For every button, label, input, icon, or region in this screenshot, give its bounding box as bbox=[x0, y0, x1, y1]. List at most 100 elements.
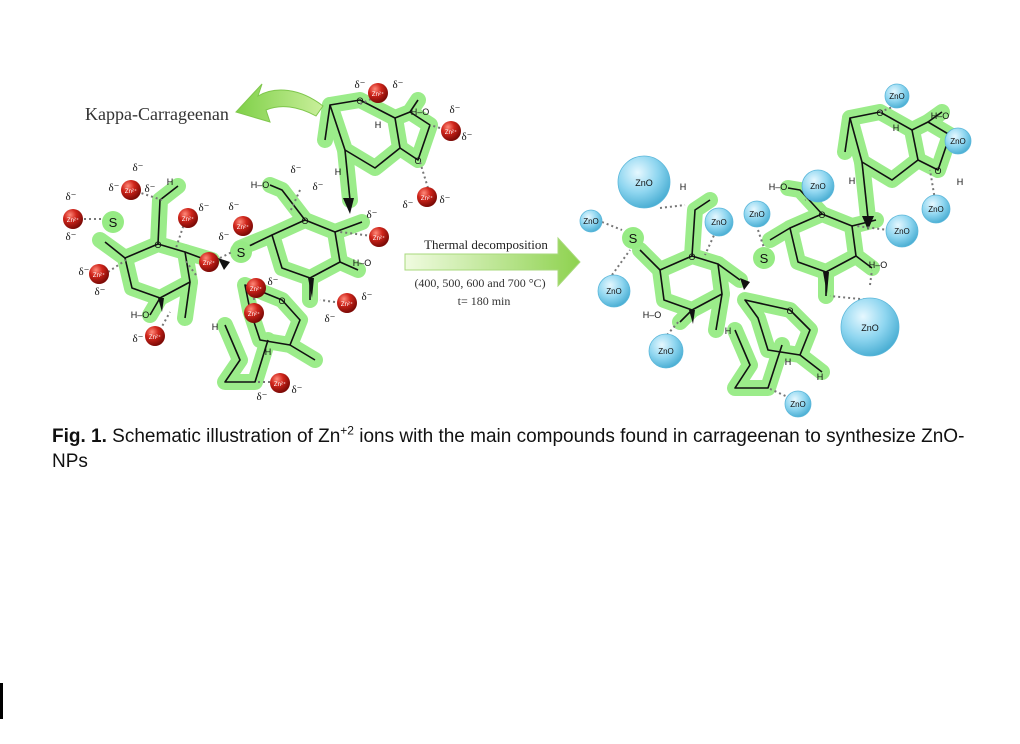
svg-text:δ⁻: δ⁻ bbox=[325, 313, 336, 325]
svg-text:H–O: H–O bbox=[769, 182, 788, 192]
svg-text:δ⁻: δ⁻ bbox=[66, 191, 77, 203]
arrow-time: t= 180 min bbox=[458, 294, 511, 308]
sulfate-group-left-2: S bbox=[230, 241, 252, 263]
svg-text:δ⁻: δ⁻ bbox=[95, 286, 106, 298]
svg-text:S: S bbox=[237, 245, 246, 260]
svg-text:H: H bbox=[849, 176, 856, 186]
svg-text:Zn²⁺: Zn²⁺ bbox=[182, 216, 194, 223]
svg-text:δ⁻: δ⁻ bbox=[133, 333, 144, 345]
svg-text:δ⁻: δ⁻ bbox=[403, 199, 414, 211]
zn-ion: Zn²⁺ bbox=[233, 216, 253, 236]
svg-text:O: O bbox=[818, 210, 825, 220]
left-molecule: S S O O O O O H H H H H H–O H–O H–O H–O bbox=[63, 79, 473, 403]
zno-particle: ZnO bbox=[597, 274, 631, 308]
zno-particle: ZnO bbox=[579, 209, 603, 233]
svg-text:O: O bbox=[786, 306, 793, 316]
zno-particle: ZnO bbox=[784, 390, 812, 418]
sulfate-group-right-2: S bbox=[753, 247, 775, 269]
svg-text:Zn²⁺: Zn²⁺ bbox=[372, 91, 384, 98]
svg-text:ZnO: ZnO bbox=[861, 323, 879, 333]
svg-text:H: H bbox=[335, 167, 342, 177]
thermal-decomposition-arrow: Thermal decomposition (400, 500, 600 and… bbox=[404, 236, 581, 308]
svg-text:δ⁻: δ⁻ bbox=[450, 104, 461, 116]
zn-ion: Zn²⁺ bbox=[89, 264, 109, 284]
svg-text:H: H bbox=[680, 182, 687, 192]
svg-text:H–O: H–O bbox=[643, 310, 662, 320]
svg-text:δ⁻: δ⁻ bbox=[291, 164, 302, 176]
svg-text:H: H bbox=[893, 123, 900, 133]
zn-ion: Zn²⁺ bbox=[417, 187, 437, 207]
svg-text:Zn²⁺: Zn²⁺ bbox=[274, 381, 286, 388]
svg-text:Zn²⁺: Zn²⁺ bbox=[248, 311, 260, 318]
svg-text:ZnO: ZnO bbox=[894, 227, 910, 236]
svg-text:O: O bbox=[356, 96, 363, 106]
svg-text:ZnO: ZnO bbox=[928, 205, 944, 214]
curved-arrow-icon bbox=[235, 83, 324, 123]
zn-ion: Zn²⁺ bbox=[270, 373, 290, 393]
caption-superscript: +2 bbox=[340, 423, 354, 438]
svg-text:H: H bbox=[265, 347, 272, 357]
caption-figure-number: Fig. 1. bbox=[52, 426, 107, 447]
svg-text:Zn²⁺: Zn²⁺ bbox=[149, 334, 161, 341]
svg-text:ZnO: ZnO bbox=[583, 217, 599, 226]
svg-text:Zn²⁺: Zn²⁺ bbox=[93, 272, 105, 279]
zn-ion: Zn²⁺ bbox=[63, 209, 83, 229]
zn-ion: Zn²⁺ bbox=[368, 83, 388, 103]
svg-text:S: S bbox=[760, 251, 769, 266]
zn-ion: Zn²⁺ bbox=[121, 180, 141, 200]
svg-text:δ⁻: δ⁻ bbox=[199, 202, 210, 214]
caption-text-part-1: Schematic illustration of Zn bbox=[106, 426, 341, 447]
svg-text:δ⁻: δ⁻ bbox=[66, 231, 77, 243]
svg-text:O: O bbox=[154, 240, 161, 250]
caption-text-part-2: ions with the main compounds found in ca… bbox=[52, 426, 965, 472]
zn-ion: Zn²⁺ bbox=[246, 278, 266, 298]
svg-text:Zn²⁺: Zn²⁺ bbox=[445, 129, 457, 136]
svg-text:H–O: H–O bbox=[131, 310, 150, 320]
sulfate-group-left-1: S bbox=[102, 211, 124, 233]
svg-text:H–O: H–O bbox=[353, 258, 372, 268]
svg-text:H: H bbox=[725, 326, 732, 336]
svg-text:δ⁻: δ⁻ bbox=[462, 131, 473, 143]
svg-text:O: O bbox=[301, 216, 308, 226]
svg-text:ZnO: ZnO bbox=[790, 400, 806, 409]
svg-text:δ⁻: δ⁻ bbox=[257, 391, 268, 403]
svg-text:δ⁻: δ⁻ bbox=[145, 183, 156, 195]
svg-text:δ⁻: δ⁻ bbox=[440, 194, 451, 206]
zno-particle: ZnO bbox=[921, 194, 951, 224]
zno-cluster-right: ZnO ZnO ZnO ZnO ZnO ZnO ZnO ZnO ZnO ZnO … bbox=[579, 83, 972, 418]
zno-particle: ZnO bbox=[884, 83, 910, 109]
zno-particle: ZnO bbox=[840, 297, 900, 357]
svg-text:H–O: H–O bbox=[251, 180, 270, 190]
svg-text:H–O: H–O bbox=[411, 107, 430, 117]
svg-text:ZnO: ZnO bbox=[749, 210, 765, 219]
svg-text:Zn²⁺: Zn²⁺ bbox=[421, 195, 433, 202]
svg-text:ZnO: ZnO bbox=[950, 137, 966, 146]
figure-caption: Fig. 1. Schematic illustration of Zn+2 i… bbox=[52, 424, 982, 474]
svg-text:Zn²⁺: Zn²⁺ bbox=[67, 217, 79, 224]
svg-text:δ⁻: δ⁻ bbox=[79, 266, 90, 278]
zno-particle: ZnO bbox=[648, 333, 684, 369]
svg-text:O: O bbox=[876, 108, 883, 118]
zn-ion: Zn²⁺ bbox=[337, 293, 357, 313]
svg-text:H–O: H–O bbox=[931, 111, 950, 121]
svg-text:δ⁻: δ⁻ bbox=[219, 231, 230, 243]
svg-text:δ⁻: δ⁻ bbox=[362, 291, 373, 303]
arrow-title: Thermal decomposition bbox=[424, 237, 548, 252]
sulfate-group-right-1: S bbox=[622, 227, 644, 249]
zn-ion: Zn²⁺ bbox=[441, 121, 461, 141]
svg-text:ZnO: ZnO bbox=[658, 347, 674, 356]
zn-ion: Zn²⁺ bbox=[244, 303, 264, 323]
svg-text:S: S bbox=[629, 231, 638, 246]
zn-ion: Zn²⁺ bbox=[145, 326, 165, 346]
page-edge-mark bbox=[0, 683, 3, 719]
svg-text:ZnO: ZnO bbox=[635, 178, 653, 188]
svg-text:δ⁻: δ⁻ bbox=[229, 201, 240, 213]
svg-text:ZnO: ZnO bbox=[711, 218, 727, 227]
svg-text:δ⁻: δ⁻ bbox=[313, 181, 324, 193]
svg-text:H: H bbox=[212, 322, 219, 332]
svg-text:δ⁻: δ⁻ bbox=[367, 209, 378, 221]
zn-ion: Zn²⁺ bbox=[369, 227, 389, 247]
svg-text:Zn²⁺: Zn²⁺ bbox=[373, 235, 385, 242]
svg-text:S: S bbox=[109, 215, 118, 230]
svg-text:O: O bbox=[688, 252, 695, 262]
